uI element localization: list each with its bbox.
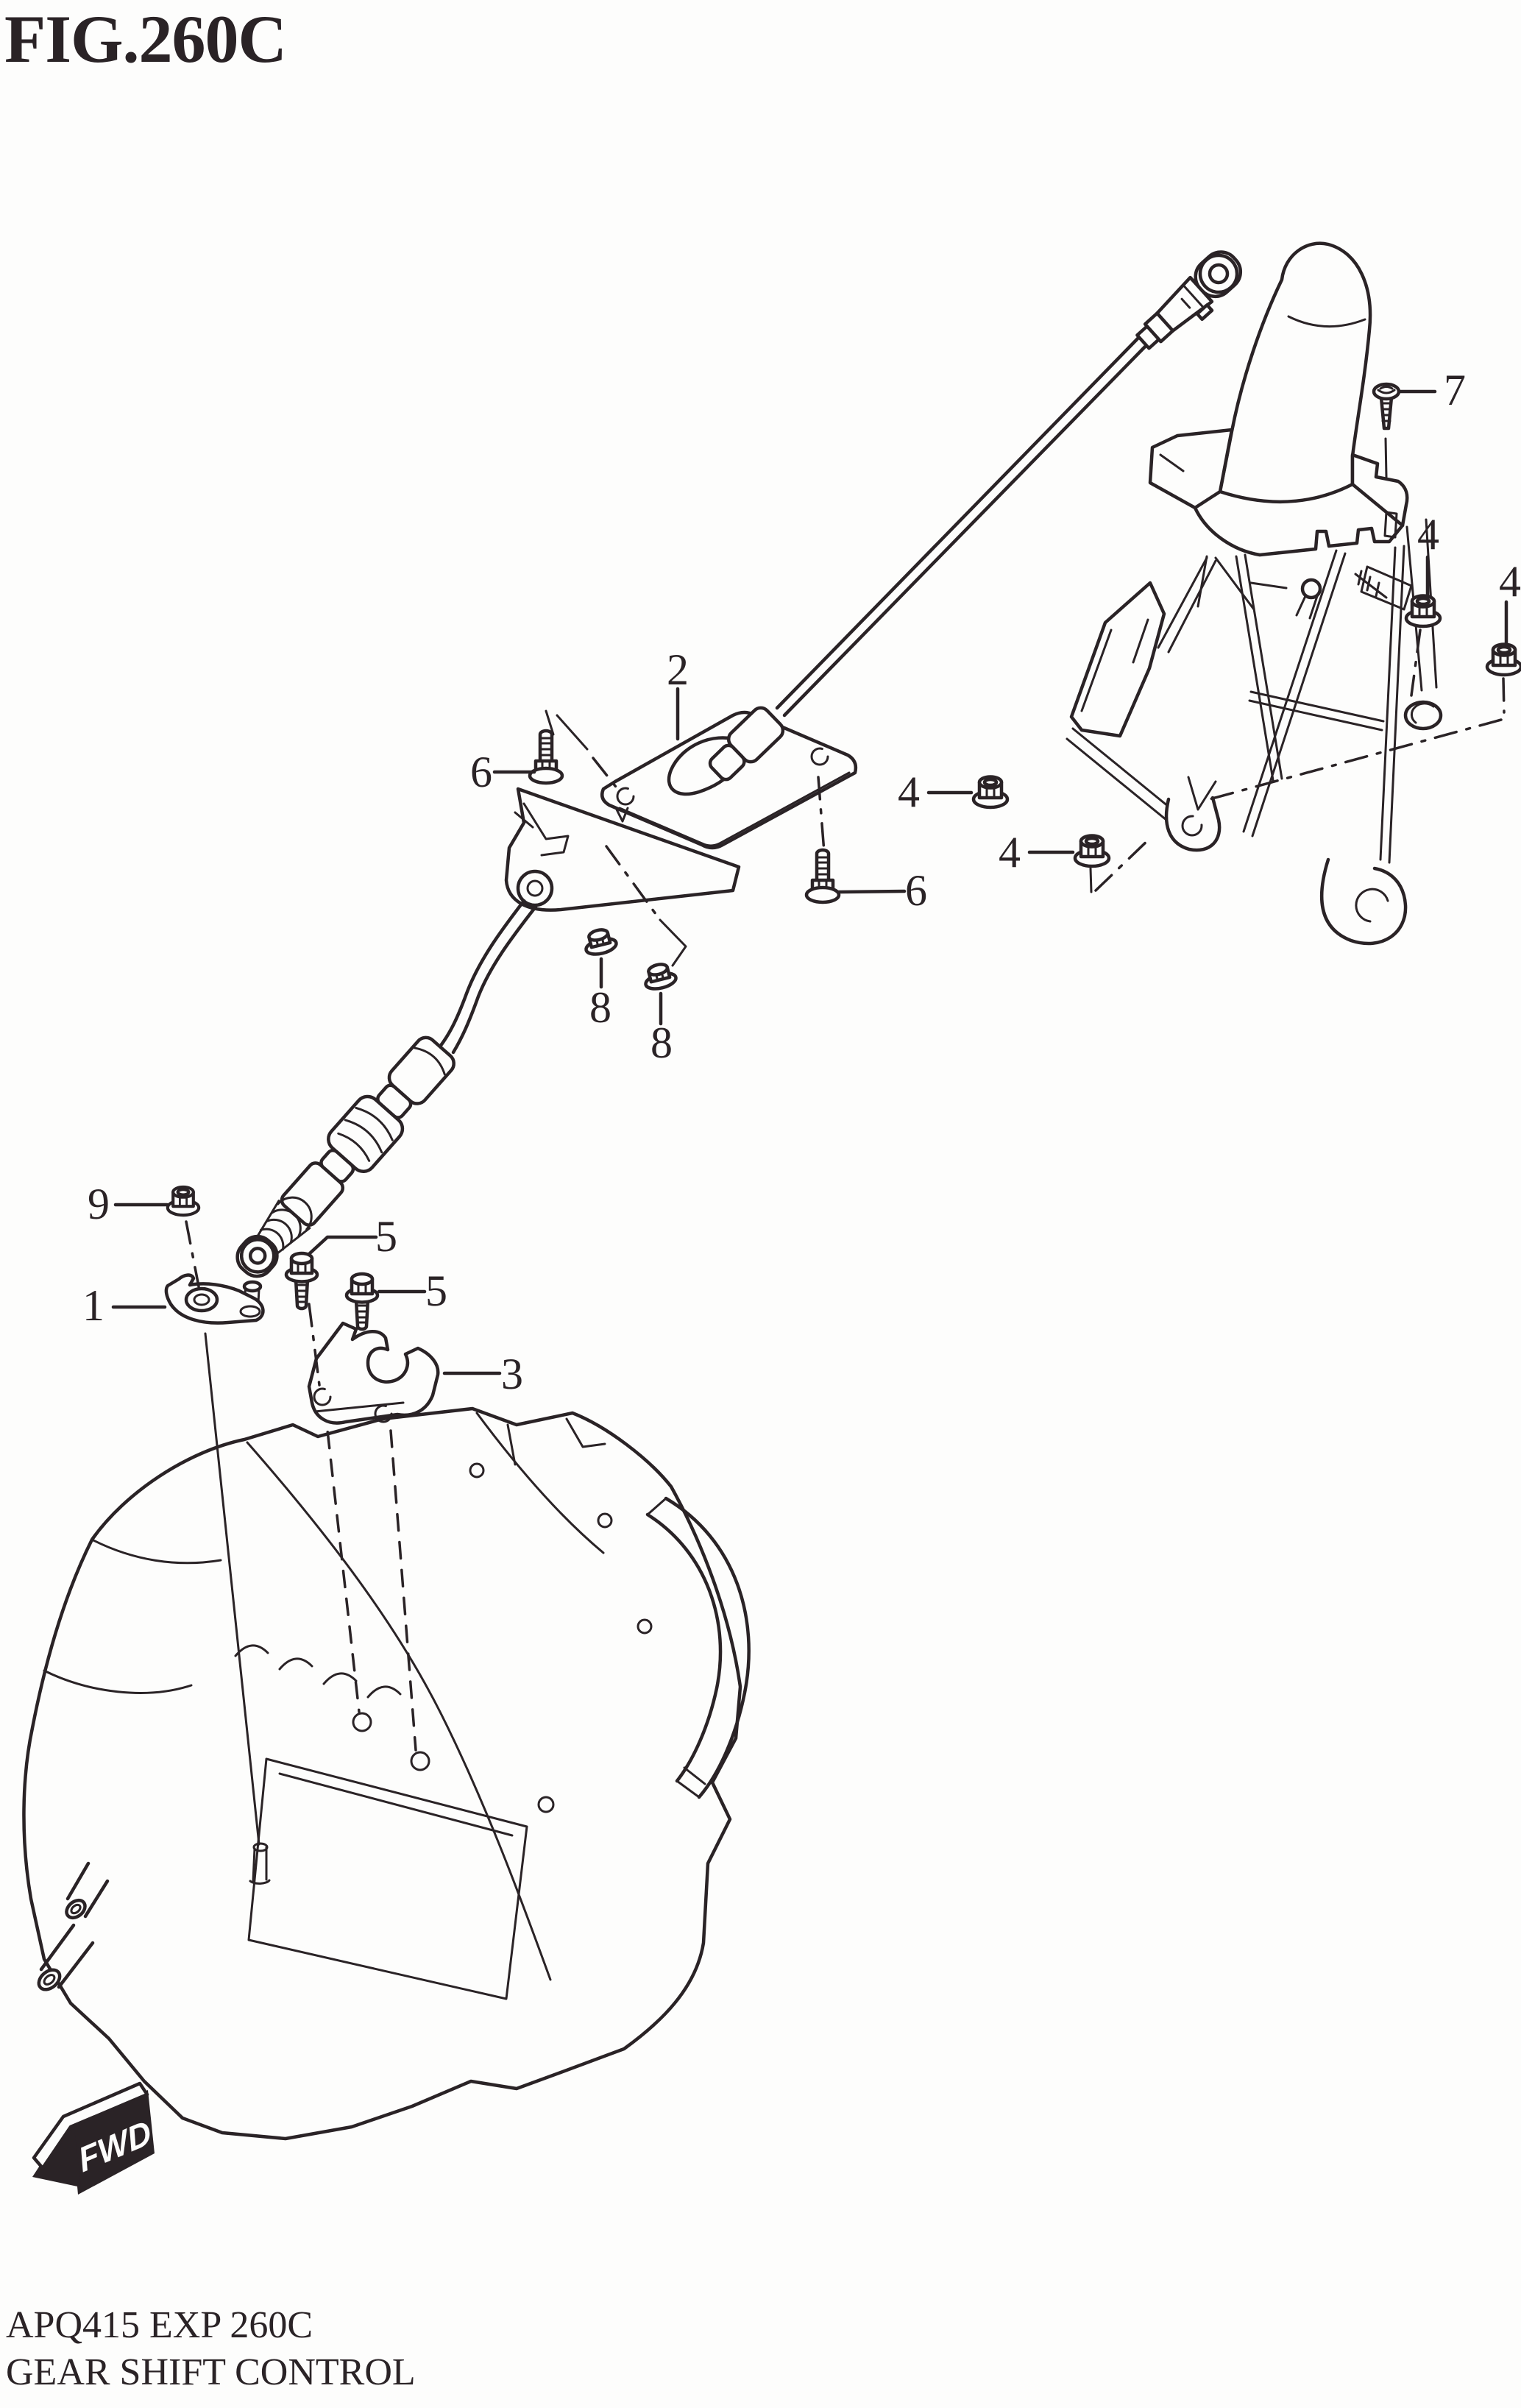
cable-curve (438, 899, 526, 1049)
fwd-arrow: FWD (32, 2081, 155, 2195)
flange-nut-4-d (1487, 645, 1521, 676)
callout-6-a: 6 (470, 748, 492, 796)
lever-mounting-stud (249, 1842, 271, 1885)
flange-nut-4-b (1075, 836, 1109, 867)
callout-7: 7 (1444, 366, 1466, 414)
callout-labels: 7 4 4 2 6 4 4 6 8 8 9 5 5 1 3 (82, 366, 1521, 1398)
bolt-6-b (806, 850, 839, 902)
catalog-code: APQ415 EXP 260C (6, 2304, 313, 2346)
callout-8-b: 8 (650, 1019, 673, 1067)
callout-4-c: 4 (898, 768, 920, 816)
bolt-6-a (530, 731, 562, 783)
callout-2: 2 (667, 645, 689, 694)
callout-4-d: 4 (999, 828, 1021, 877)
leader-lines (111, 389, 1508, 1375)
callout-5-a: 5 (375, 1212, 397, 1261)
construction-lines-case (204, 1332, 417, 1846)
cable-plate-collar (708, 706, 785, 782)
shifter-assembly (1066, 241, 1443, 946)
construction-lines (185, 437, 1506, 1387)
flange-nut-9 (168, 1187, 199, 1215)
case-guide-pipe (645, 1496, 751, 1799)
cable-rod (775, 333, 1151, 718)
callout-4-a: 4 (1417, 510, 1439, 559)
callout-6-b: 6 (905, 866, 927, 915)
shifter-left-foot (1164, 796, 1222, 852)
shifter-right-foot (1319, 857, 1408, 946)
gear-shift-cable (235, 250, 1243, 1278)
cable-adjuster-assembly (235, 1035, 455, 1278)
bolt-5-a (286, 1253, 317, 1309)
cable-rod-end-connector (1135, 250, 1243, 350)
figure-number-title: FIG.260C (4, 1, 287, 77)
bolt-5-b (347, 1274, 377, 1329)
callout-1: 1 (82, 1281, 104, 1330)
callout-9: 9 (88, 1180, 110, 1228)
footer: APQ415 EXP 260C GEAR SHIFT CONTROL (6, 2302, 416, 2396)
cable-clamp-bracket (307, 1321, 440, 1425)
transaxle-case (22, 1406, 751, 2141)
callout-4-b: 4 (1499, 557, 1521, 606)
flange-nut-4-c (1406, 596, 1440, 627)
shift-knob (1218, 241, 1372, 504)
callout-8-a: 8 (589, 983, 611, 1032)
screw-7 (1374, 384, 1399, 428)
shifter-rear-foot (1403, 700, 1443, 731)
flange-nut-4-a (974, 777, 1007, 808)
callout-5-b: 5 (425, 1267, 447, 1315)
fasteners (168, 384, 1521, 1329)
figure-caption: GEAR SHIFT CONTROL (6, 2351, 416, 2393)
callout-3: 3 (501, 1350, 523, 1398)
clamp-8-a (582, 927, 617, 957)
cable-support-bracket (504, 787, 741, 912)
case-pipe-stubs (37, 1861, 110, 1991)
gear-shift-control-lever (164, 1273, 265, 1325)
